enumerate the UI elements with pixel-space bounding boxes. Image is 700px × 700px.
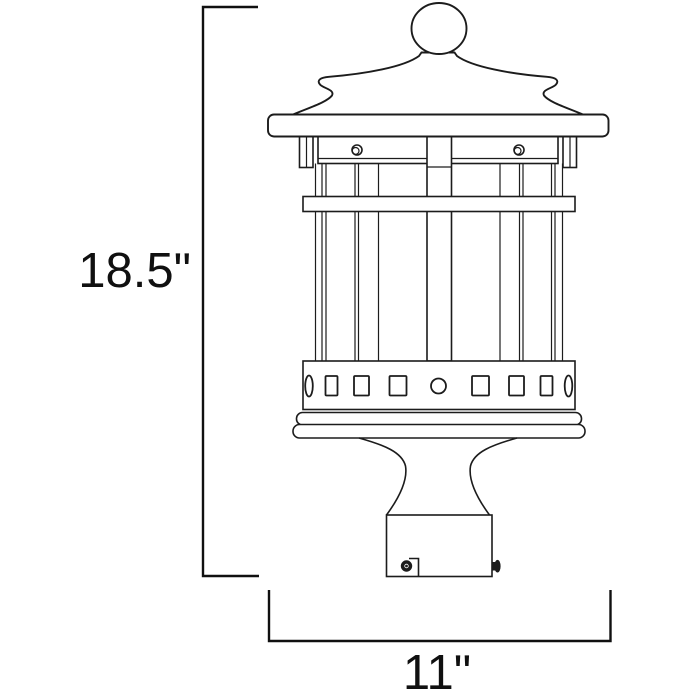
side-tabs [298,135,578,169]
height-dimension-label: 18.5" [78,244,191,298]
set-screw-bracket [409,557,420,577]
center-bar [426,135,453,362]
base-ring-upper [295,411,583,426]
funnel-transition [358,437,518,516]
band-cutout [471,375,490,397]
height-dimension: 18.5" [78,5,259,578]
mount-collar [385,514,501,578]
width-dimension-bracket [267,590,612,643]
band-center-hole [430,377,447,395]
band-cutout [324,375,339,397]
center-support [426,135,453,362]
band-cutout [353,375,370,397]
roof-cap [292,51,584,116]
width-dimension: 11" [267,590,612,700]
band-cutout [508,375,525,397]
pierced-band [302,360,576,411]
band-screw-shadow [351,146,360,155]
funnel-right-curve [469,437,518,516]
top-plate [267,113,610,138]
side-screw-head-icon [494,559,501,573]
set-screw-center [405,564,408,568]
base-rings [292,411,586,439]
base-ring-lower [292,423,586,439]
band-cutout [539,375,554,397]
width-dimension-label: 11" [403,646,471,700]
funnel-left-curve [358,437,407,516]
band-screw-shadow [513,146,522,155]
middle-band-ring [302,195,576,213]
finial-ball [410,2,468,55]
height-dimension-bracket [201,5,259,578]
band-cutout [388,375,408,397]
band-cutout-edge [563,374,574,398]
lantern-drawing [267,2,610,578]
band-cutout-edge [304,374,314,398]
